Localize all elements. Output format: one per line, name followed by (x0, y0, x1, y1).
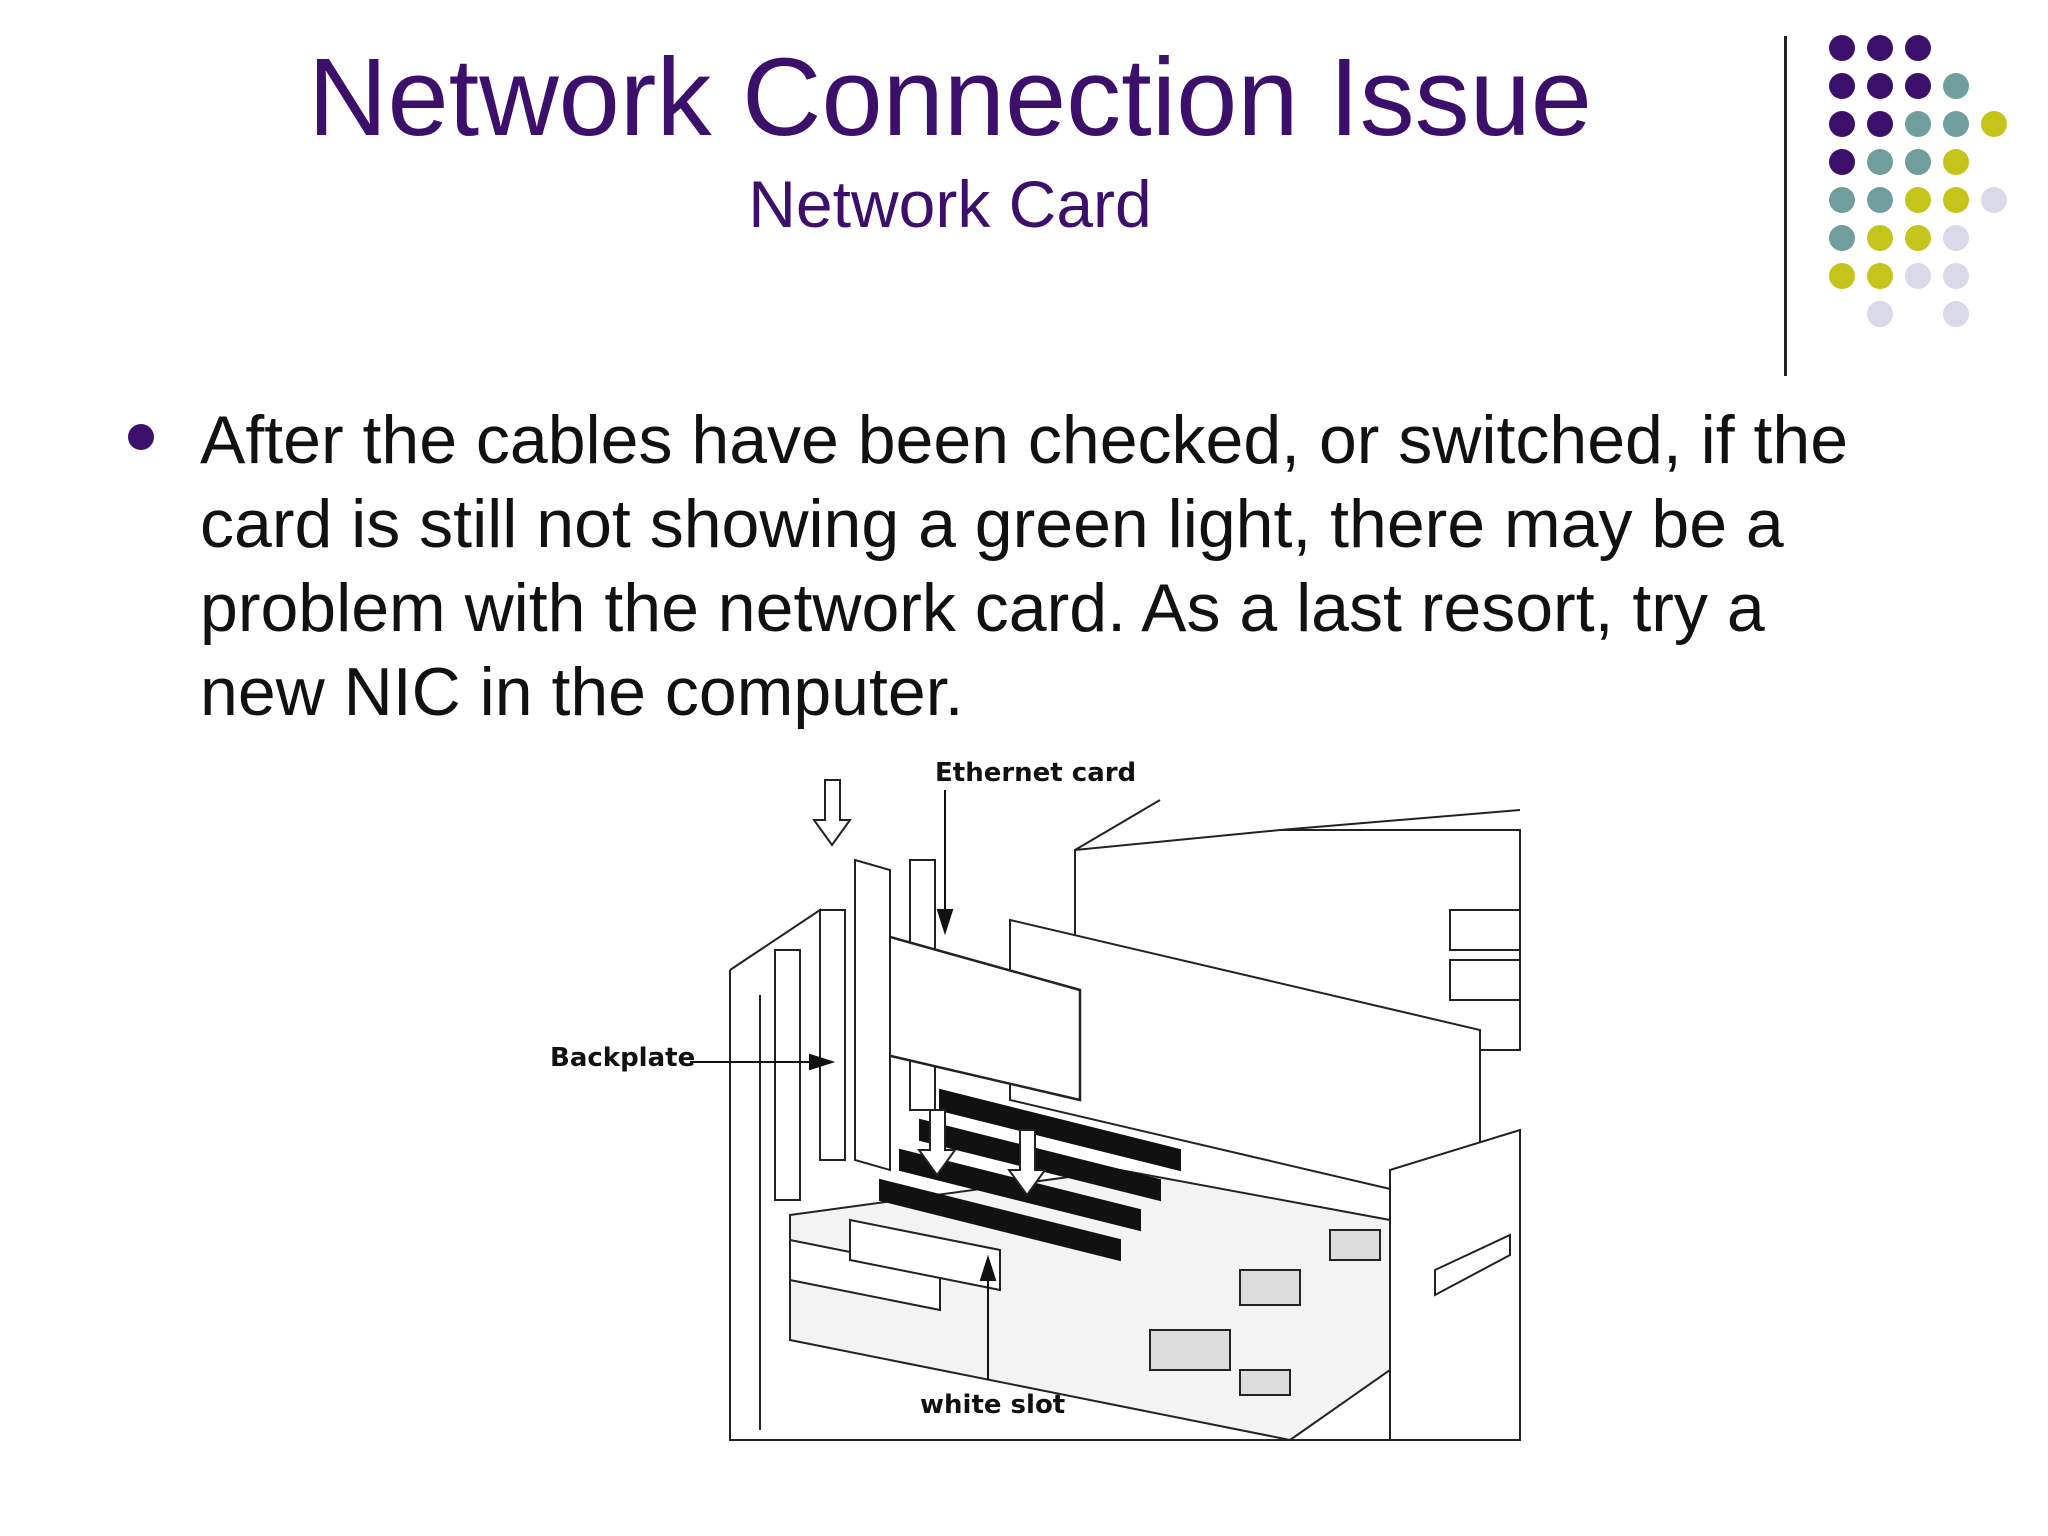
label-ethernet-card: Ethernet card (935, 758, 1137, 788)
decorative-dot (1867, 149, 1893, 175)
title-divider (1784, 36, 1787, 376)
pc-case-illustration (690, 779, 1521, 1442)
decorative-dot (1943, 263, 1969, 289)
decorative-dot (1829, 73, 1855, 99)
nic-installation-diagram: Ethernet card Backplate white slot (520, 750, 1530, 1450)
label-white-slot: white slot (920, 1390, 1066, 1420)
decorative-dot (1829, 149, 1855, 175)
decorative-dot (1943, 225, 1969, 251)
case-floor-edge (729, 970, 1520, 1441)
decorative-dot (1981, 187, 2007, 213)
bullet-marker (128, 424, 154, 450)
decorative-dot (1867, 73, 1893, 99)
decorative-dot (1867, 301, 1893, 327)
slide-subtitle: Network Card (748, 167, 1152, 241)
slide-title: Network Connection Issue (308, 36, 1592, 159)
bullet-text: After the cables have been checked, or s… (200, 402, 1849, 730)
decorative-dot (1943, 149, 1969, 175)
decorative-dot (1867, 225, 1893, 251)
decorative-dot (1905, 35, 1931, 61)
decorative-dot (1829, 263, 1855, 289)
decorative-dot (1829, 225, 1855, 251)
decorative-dot (1943, 111, 1969, 137)
decorative-dot (1905, 225, 1931, 251)
decorative-dot (1943, 73, 1969, 99)
decorative-dot (1829, 35, 1855, 61)
label-backplate: Backplate (550, 1043, 696, 1073)
decorative-dot (1867, 263, 1893, 289)
decorative-dot (1867, 187, 1893, 213)
decorative-dot (1867, 35, 1893, 61)
decorative-dot (1905, 263, 1931, 289)
decorative-dot (1829, 187, 1855, 213)
decorative-dot (1981, 111, 2007, 137)
decorative-dot (1943, 301, 1969, 327)
decorative-dot (1867, 111, 1893, 137)
decorative-dot (1905, 111, 1931, 137)
decorative-dot (1829, 111, 1855, 137)
decorative-dot (1905, 149, 1931, 175)
decorative-dot (1943, 187, 1969, 213)
decorative-dot (1905, 73, 1931, 99)
decorative-dot (1905, 187, 1931, 213)
